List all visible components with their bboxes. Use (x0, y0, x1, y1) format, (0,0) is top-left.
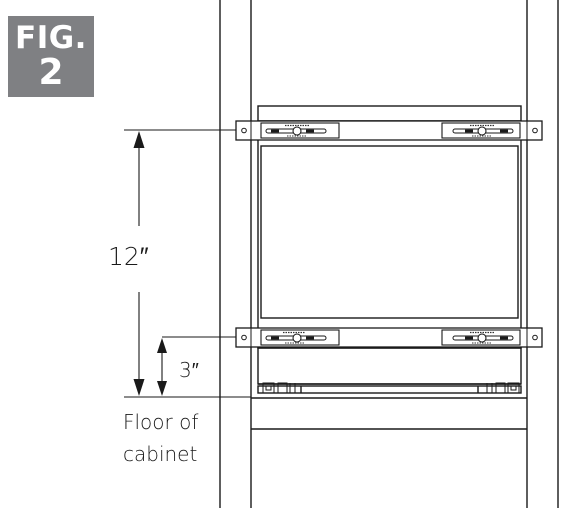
upper-mounting-bracket (235, 120, 543, 141)
appliance-front-panel (260, 145, 519, 319)
figure-badge: FIG. 2 (8, 16, 94, 97)
base-latch-right (486, 382, 520, 394)
figure-label: FIG. (15, 20, 87, 56)
lower-spacing-label: 3″ (178, 358, 200, 382)
right-cabinet-stile (526, 0, 559, 508)
upper-dimension-arrow (133, 131, 145, 396)
floor-label-line1: Floor of (123, 409, 199, 435)
lower-mounting-bracket (235, 327, 543, 348)
appliance-top-panel (257, 105, 522, 122)
figure-number: 2 (38, 52, 64, 93)
appliance-body (257, 120, 522, 349)
appliance-base-rail (257, 385, 522, 394)
lower-dimension-arrow (157, 338, 167, 396)
floor-label-line2: cabinet (123, 441, 198, 467)
upper-spacing-label: 12″ (105, 242, 152, 272)
appliance-base (257, 347, 522, 385)
cabinet-floor-shelf (251, 397, 527, 430)
left-cabinet-stile (219, 0, 252, 508)
base-latch-left (262, 382, 296, 394)
